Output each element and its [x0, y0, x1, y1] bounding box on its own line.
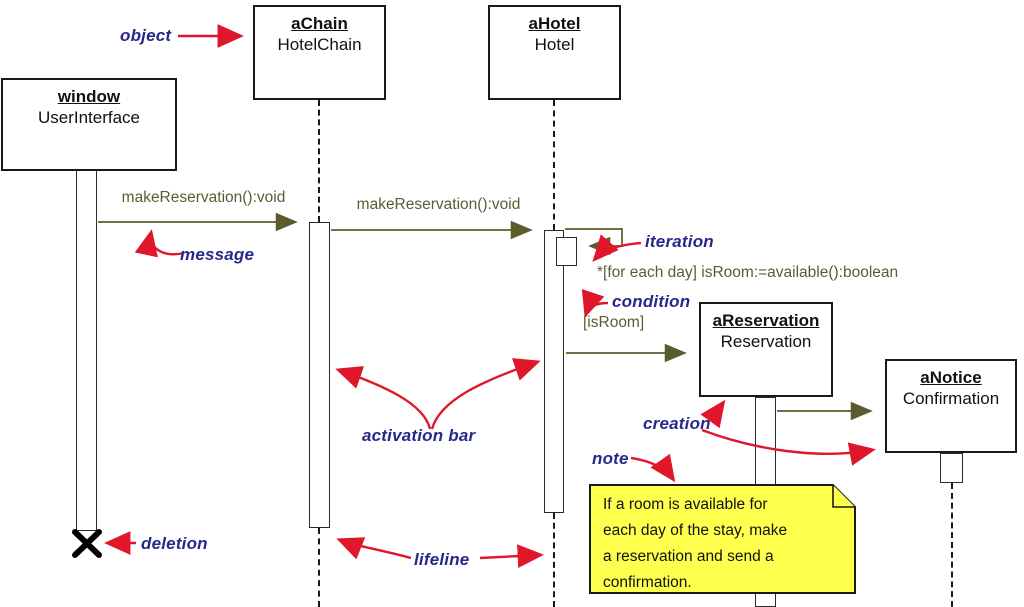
note-line-2: each day of the stay, make: [603, 522, 788, 539]
annotation-arrow-condition: [581, 288, 609, 318]
note-text: If a room is available for each day of t…: [603, 492, 831, 596]
object-class-achain: HotelChain: [277, 35, 362, 54]
activation-bar-anotice: [940, 453, 963, 483]
note-line-1: If a room is available for: [603, 496, 768, 513]
message-label-iteration: *[for each day] isRoom:=available():bool…: [597, 264, 899, 281]
note: If a room is available for each day of t…: [589, 484, 857, 595]
activation-bar-self-call: [556, 237, 577, 266]
object-box-achain: aChain HotelChain: [253, 5, 386, 100]
message-label-condition: [isRoom]: [583, 314, 645, 331]
activation-bar-achain: [309, 222, 330, 528]
annotation-message: message: [180, 245, 255, 264]
annotation-condition: condition: [612, 292, 691, 311]
note-line-4: confirmation.: [603, 574, 692, 591]
object-box-areservation: aReservation Reservation: [699, 302, 833, 397]
object-name-anotice: aNotice: [920, 368, 982, 387]
lifeline-ahotel-upper: [553, 100, 555, 230]
object-class-anotice: Confirmation: [902, 389, 1000, 408]
object-box-ahotel: aHotel Hotel: [488, 5, 621, 100]
activation-bar-ahotel: [544, 230, 564, 513]
object-box-window: window UserInterface: [1, 78, 177, 171]
annotation-iteration: iteration: [645, 232, 714, 251]
object-name-areservation: aReservation: [712, 311, 820, 330]
object-class-areservation: Reservation: [720, 332, 812, 351]
lifeline-ahotel-lower: [553, 513, 555, 607]
annotation-arrow-lifeline-right: [479, 544, 544, 568]
activation-bar-window: [76, 170, 97, 531]
annotation-arrow-creation-right: [701, 428, 876, 466]
annotation-creation: creation: [643, 414, 711, 433]
annotation-arrow-message: [134, 229, 185, 258]
annotation-arrow-note: [630, 453, 676, 483]
annotation-arrow-lifeline-left: [336, 537, 412, 560]
deletion-x-icon: [72, 529, 102, 558]
note-shape: [589, 484, 856, 594]
object-name-ahotel: aHotel: [528, 14, 581, 33]
annotation-activation-bar: activation bar: [362, 426, 476, 445]
object-class-window: UserInterface: [37, 108, 141, 127]
lifeline-achain-lower: [318, 528, 320, 607]
annotation-arrow-iteration: [592, 234, 642, 262]
message-label-2: makeReservation():void: [356, 196, 521, 213]
object-name-achain: aChain: [291, 14, 348, 33]
note-line-3: a reservation and send a: [603, 548, 774, 565]
annotation-lifeline: lifeline: [414, 550, 470, 569]
annotation-note: note: [592, 449, 629, 468]
annotation-arrow-activation-left: [335, 366, 432, 430]
message-label-1: makeReservation():void: [121, 189, 286, 206]
object-box-anotice: aNotice Confirmation: [885, 359, 1017, 453]
lifeline-anotice: [951, 483, 953, 607]
object-name-window: window: [57, 87, 121, 106]
lifeline-achain-upper: [318, 100, 320, 222]
object-class-ahotel: Hotel: [534, 35, 575, 54]
annotation-object: object: [120, 26, 172, 45]
annotation-deletion: deletion: [141, 534, 208, 553]
annotation-arrow-activation-right: [430, 358, 541, 430]
